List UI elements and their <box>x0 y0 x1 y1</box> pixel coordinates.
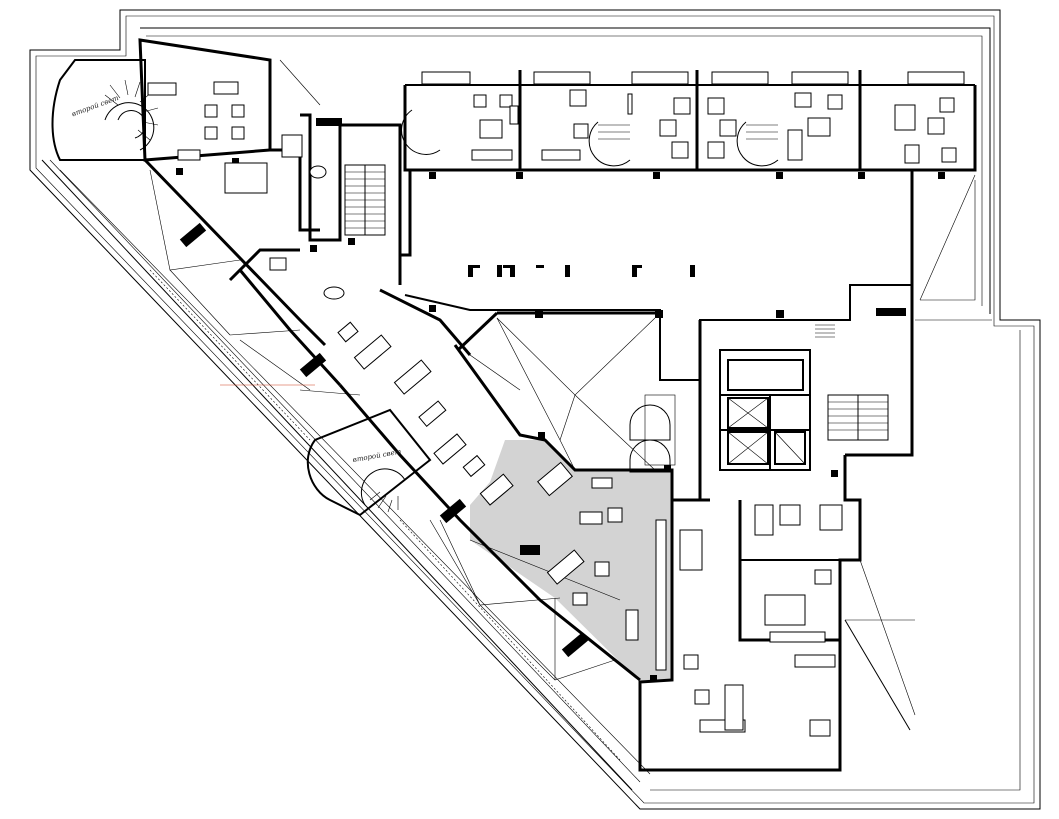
elevator-shafts <box>629 359 806 473</box>
double-height-label-top: второй свет <box>71 94 120 118</box>
atrium-roof-lines <box>469 317 656 471</box>
double-height-label-bottom: второй свет <box>352 448 402 464</box>
stairs <box>104 79 889 513</box>
outer-boundary <box>29 9 1041 810</box>
furniture <box>147 71 965 737</box>
planters <box>179 118 906 658</box>
structural-columns <box>176 158 945 682</box>
terrace-lines <box>149 59 976 716</box>
building-walls <box>51 38 977 772</box>
